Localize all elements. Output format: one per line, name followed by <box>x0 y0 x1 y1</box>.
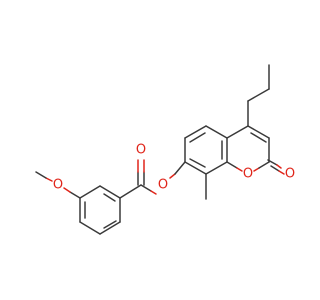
bond <box>226 161 238 169</box>
structure-diagram: O O O O O <box>35 64 295 235</box>
bond <box>79 221 101 235</box>
methoxy-oxygen-label: O <box>53 178 63 193</box>
bond <box>63 187 71 193</box>
bond <box>79 185 101 199</box>
carbon-bonds <box>79 64 270 235</box>
bond <box>247 125 270 139</box>
bond <box>99 221 121 235</box>
bond <box>236 167 243 172</box>
bond <box>205 161 228 175</box>
bond <box>184 161 207 175</box>
bond <box>267 159 278 166</box>
bond <box>184 125 207 139</box>
ring-oxygen-label: O <box>243 167 253 182</box>
bond <box>103 220 117 229</box>
bond <box>247 88 270 102</box>
bond <box>278 170 285 175</box>
bond <box>270 165 280 172</box>
bond <box>103 193 116 202</box>
bond <box>69 191 81 199</box>
bond <box>253 167 260 172</box>
bond <box>205 125 228 139</box>
bond <box>258 161 270 169</box>
ester-carbonyl-oxygen-label: O <box>136 143 146 158</box>
bond <box>140 184 152 192</box>
atom-labels: O O O O O <box>53 143 295 193</box>
bond <box>45 177 53 182</box>
oxygen-bonds <box>35 159 285 199</box>
bond <box>174 161 186 175</box>
bond <box>169 173 176 179</box>
bond <box>276 164 282 169</box>
bond <box>119 184 142 199</box>
ester-bridge-oxygen-label: O <box>158 178 168 193</box>
bond <box>35 171 47 179</box>
bond <box>189 158 206 168</box>
bond <box>150 190 157 195</box>
bond <box>250 132 267 143</box>
bond <box>189 132 206 143</box>
bond <box>99 185 121 199</box>
lactone-carbonyl-oxygen-label: O <box>285 167 295 182</box>
bond <box>226 125 249 139</box>
